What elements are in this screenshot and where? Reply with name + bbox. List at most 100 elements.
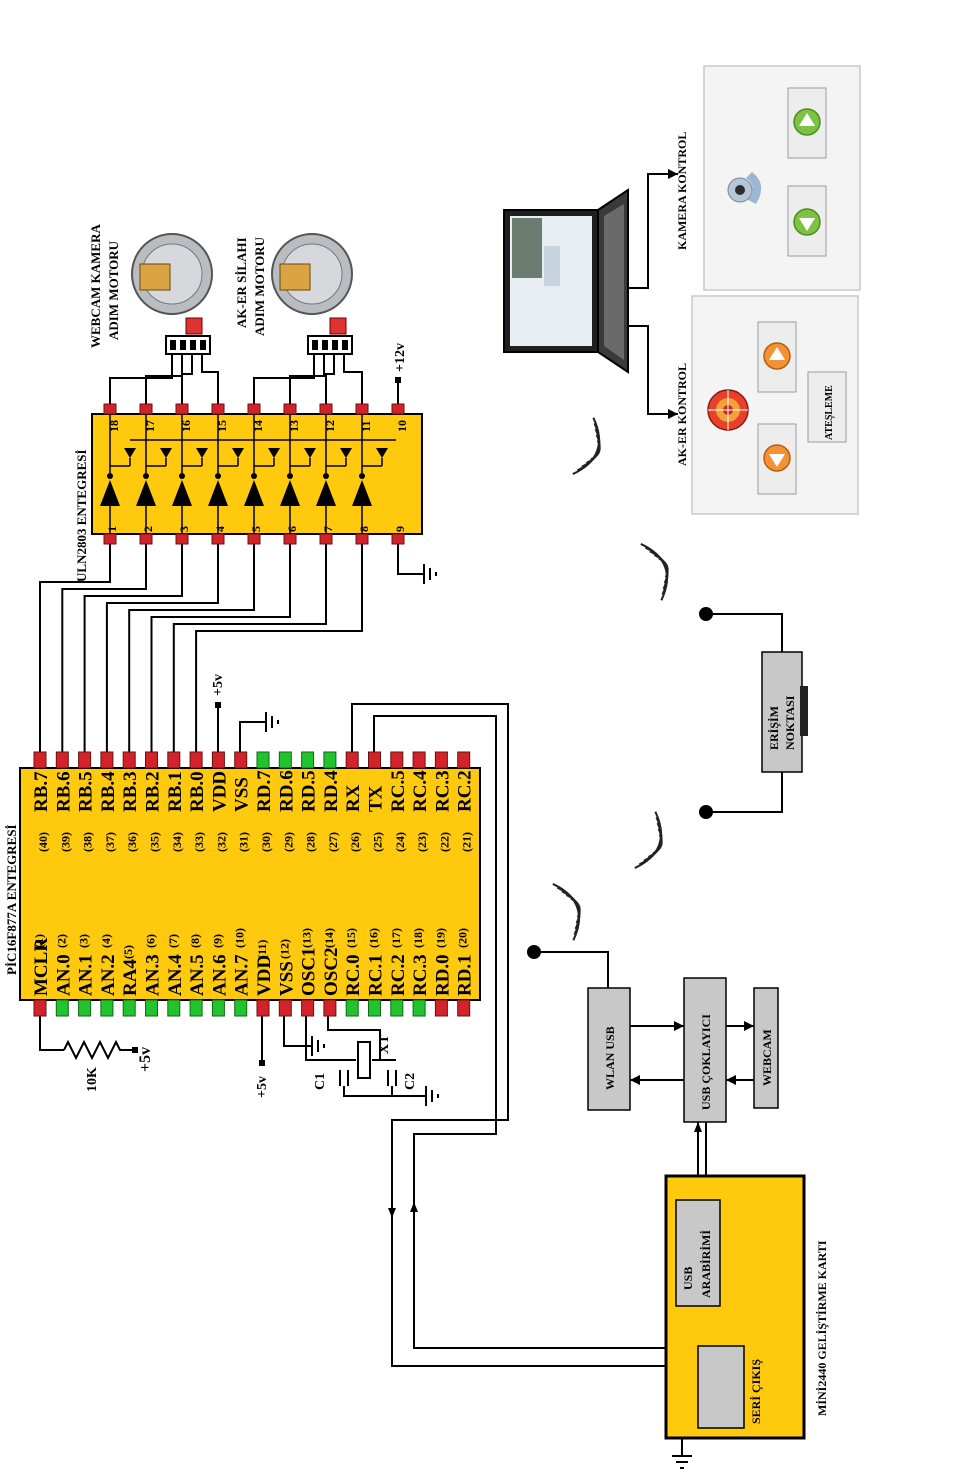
rb-to-uln-wire [128, 544, 255, 752]
driver-triangle [244, 480, 264, 506]
pic-pin-number: (39) [58, 832, 72, 852]
serial-out-box [697, 1345, 745, 1429]
pic-pin-name: MCLR [31, 938, 52, 996]
pic-pin-right [55, 751, 69, 769]
wlan-usb-box [587, 987, 631, 1111]
uln-pin-number: 12 [323, 420, 337, 432]
uln-pin-number: 5 [249, 526, 263, 532]
pic-pin-right [211, 751, 225, 769]
pic-pin-name: RC.2 [388, 954, 409, 996]
pic-pin-name: RB.3 [120, 771, 141, 812]
pic-pin-number: (10) [233, 928, 247, 948]
pic-pin-right [323, 751, 337, 769]
pic-pin-name: RB.6 [53, 771, 74, 812]
pic-pin-name: RA4 [120, 959, 141, 996]
pic-pin-right [100, 751, 114, 769]
pic-pin-name: RC.0 [343, 954, 364, 996]
pic-pin-right [345, 751, 359, 769]
uln-pin-number: 8 [357, 526, 371, 532]
rb-to-uln-wire [105, 544, 219, 752]
uln-pin-bottom [391, 533, 405, 545]
signal-arc [581, 428, 601, 468]
usb-hub-label: USB ÇOKLAYICI [699, 1014, 713, 1110]
pic-pin-left [211, 999, 225, 1017]
signal-arc [634, 811, 663, 869]
uln-pin-top [211, 403, 225, 415]
pic-pin-left [78, 999, 92, 1017]
uln-pin-bottom [103, 533, 117, 545]
pic-pin-right [78, 751, 92, 769]
pic-pin-right [368, 751, 381, 769]
pic-pin-name: VSS [276, 961, 297, 996]
signal-arc [561, 890, 581, 930]
signal-arc [585, 434, 601, 464]
fire-button[interactable] [807, 371, 847, 443]
pic-pin-number: (32) [214, 832, 228, 852]
pic-pin-number: (29) [281, 832, 295, 852]
pic-pin-number: (36) [125, 832, 139, 852]
pic-pin-number: (2) [54, 934, 68, 948]
pic-pin-left [256, 999, 270, 1017]
rx-wire [351, 703, 698, 1367]
pic-pin-right [167, 751, 181, 769]
driver-bubble [251, 473, 257, 479]
pic-pin-name: RD.7 [254, 770, 275, 812]
pic-pin-right [33, 751, 47, 769]
rb-to-uln-wire [61, 544, 147, 752]
pic-pin-number: (38) [81, 832, 95, 852]
pic-pin-number: (6) [144, 934, 158, 948]
pic-pin-name: RD.0 [432, 954, 453, 996]
pic-pin-name: AN.2 [98, 954, 119, 996]
driver-bubble [179, 473, 185, 479]
pic-pin-right [256, 751, 270, 769]
rb-to-uln-wire [39, 544, 111, 752]
pic-pin-name: RD.5 [299, 770, 320, 812]
webcam-motor-label-2: ADIM MOTORU [106, 240, 121, 340]
ap-lower-wire [706, 772, 783, 813]
wlan-usb-label: WLAN USB [603, 1026, 617, 1090]
uln-pin-number: 16 [179, 420, 193, 432]
access-point-label-1: ERİŞİM [767, 706, 781, 750]
access-point-antenna [800, 686, 808, 736]
cap1-symbol [339, 1070, 349, 1086]
ground-symbol [265, 712, 279, 732]
wlan-antenna-wire [534, 951, 609, 988]
osc2-wire [327, 1016, 381, 1060]
pic-pin-name: RX [343, 784, 364, 812]
pic-pin-right [122, 751, 136, 769]
pic-pin-name: RB.7 [31, 771, 52, 812]
pic-pin-name: RC.5 [388, 770, 409, 812]
uln-to-gun-motor-wire [343, 354, 363, 404]
signal-arc [572, 417, 601, 475]
ground-symbol [425, 1086, 439, 1106]
driver-triangle [316, 480, 336, 506]
resistor-symbol [63, 1039, 134, 1061]
crystal-symbol [357, 1041, 371, 1079]
pic-pin-number: (21) [460, 832, 474, 852]
webcam-icon [727, 172, 762, 204]
arrow-icon [668, 169, 678, 179]
pic-pin-name: RC.1 [366, 954, 387, 996]
signal-arc [647, 828, 663, 858]
pic-pin-number: (24) [393, 832, 407, 852]
pic-pin-number: (25) [371, 832, 385, 852]
gun-down-arrow-icon [769, 454, 785, 467]
webcam-motor-label-1: WEBCAM KAMERA [88, 224, 103, 348]
laptop [503, 188, 629, 374]
fire-button-label: ATEŞLEME [824, 385, 835, 440]
pic-pin-name: VDD [209, 771, 230, 812]
pic-pin-left [122, 999, 136, 1017]
pic-chip-title: PİC16F877A ENTEGRESİ [4, 824, 19, 975]
pic-pin-number: (5) [121, 945, 135, 959]
pic-pin-left [412, 999, 426, 1017]
webcam-box [753, 987, 779, 1109]
diode [196, 448, 208, 458]
cap2-symbol [387, 1070, 397, 1086]
pic-pin-name: RC.2 [455, 770, 476, 812]
uln-pin-number: 15 [215, 420, 229, 432]
driver-bubble [323, 473, 329, 479]
arrow-icon [410, 1202, 418, 1212]
pic-pin-left [345, 999, 359, 1017]
pic-pin-number: (34) [170, 832, 184, 852]
pic-pin-number: (31) [237, 832, 251, 852]
